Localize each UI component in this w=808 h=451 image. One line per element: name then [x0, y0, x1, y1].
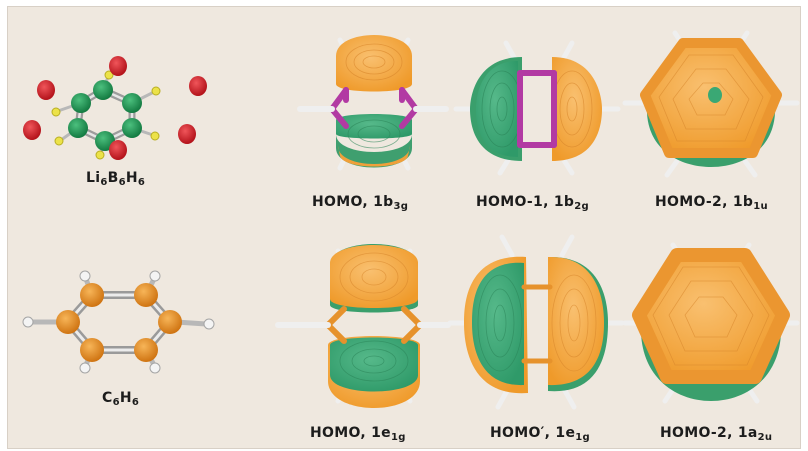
orbital-figure: Li6B6H6 C6H6 HOMO, 1b3g HOMO-1, 1b2g HOM… [8, 7, 800, 448]
figure-artwork [8, 7, 800, 448]
orbital-label-homo-1e1g: HOMO, 1e1g [310, 425, 406, 443]
orbital-label-homo-prime-1e1g: HOMO′, 1e1g [490, 425, 590, 443]
c6h6-molecule [23, 271, 214, 373]
li6b6h6-molecule [23, 56, 207, 160]
orbital-homo-1b3g [300, 35, 446, 168]
orbital-homo-1-1b2g [456, 43, 618, 173]
orbital-homo-2-1b1u [625, 33, 797, 175]
orbital-label-homo-2-1a2u: HOMO-2, 1a2u [660, 425, 772, 443]
orbital-homo-prime-1e1g [450, 237, 622, 407]
molecule-label-c6h6: C6H6 [102, 390, 139, 408]
orbital-label-homo-1-1b2g: HOMO-1, 1b2g [476, 194, 589, 212]
orbital-label-homo-2-1b1u: HOMO-2, 1b1u [655, 194, 768, 212]
orbital-label-homo-1b3g: HOMO, 1b3g [312, 194, 408, 212]
orbital-homo-2-1a2u [625, 245, 797, 401]
molecule-label-li6b6h6: Li6B6H6 [86, 170, 145, 188]
orbital-homo-1e1g [278, 244, 448, 408]
